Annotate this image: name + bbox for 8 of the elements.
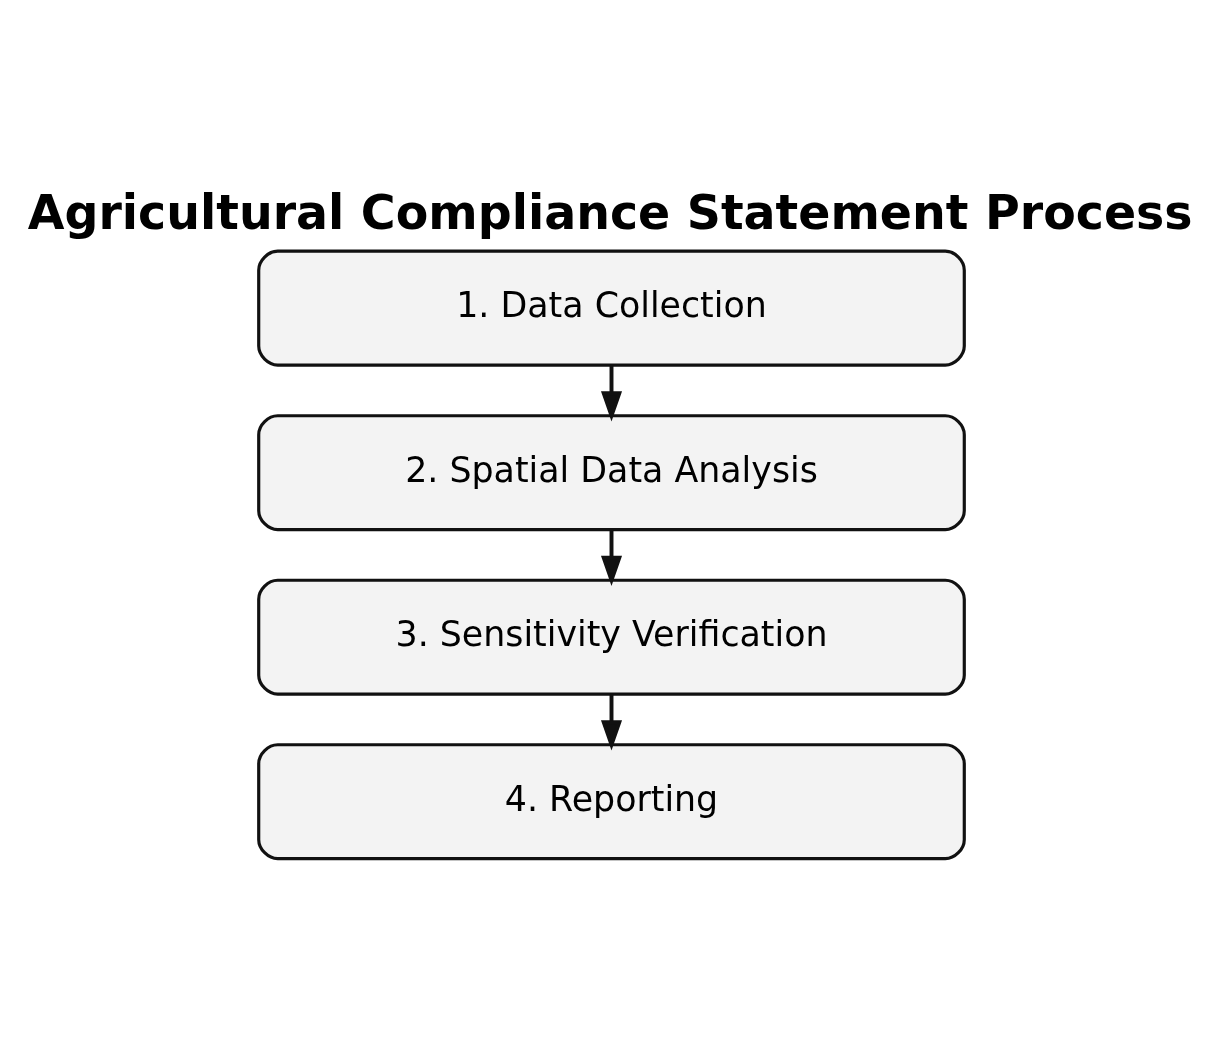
arrow	[600, 693, 623, 750]
diagram-title: Agricultural Compliance Statement Process	[27, 184, 1193, 240]
arrow	[600, 364, 623, 421]
node-box: 1. Data Collection	[257, 249, 966, 367]
node-box: 3. Sensitivity Verification	[257, 578, 966, 696]
arrow	[600, 529, 623, 586]
node-box: 2. Spatial Data Analysis	[257, 413, 966, 531]
node-box: 4. Reporting	[257, 742, 966, 860]
